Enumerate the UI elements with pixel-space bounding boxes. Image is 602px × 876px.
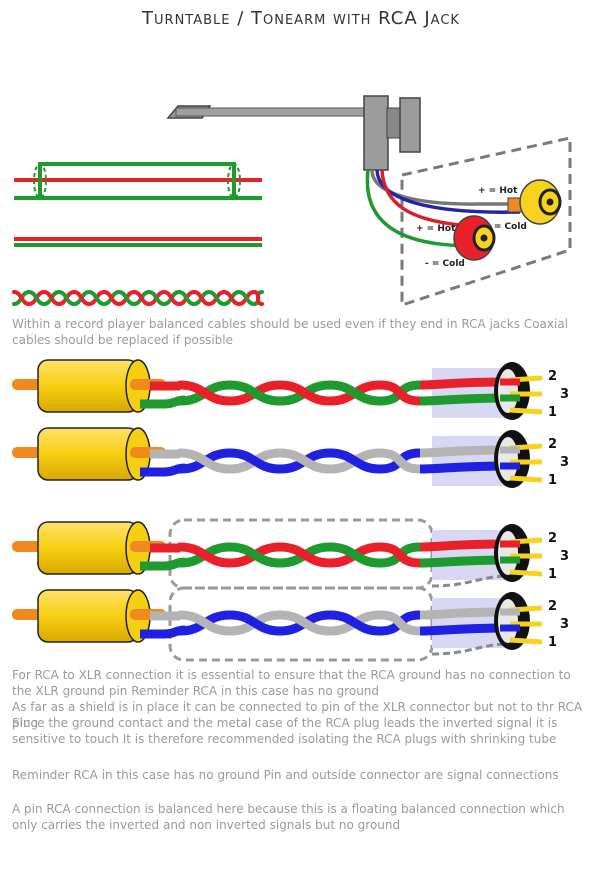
rca-xlr-cable-1: 231 [12, 359, 569, 420]
pin-label-3: 3 [560, 549, 569, 564]
twist-strand-b [375, 542, 425, 568]
tonearm [166, 95, 421, 171]
wire-top-xlr [419, 445, 511, 458]
para-floating: A pin RCA connection is balanced here be… [12, 802, 565, 832]
twist-strand-b [175, 448, 235, 474]
para-shield: As far as a shield is in place it can be… [12, 700, 583, 730]
rca-jack-upper [507, 179, 562, 225]
jack-plate [400, 136, 572, 308]
pin-label-2: 2 [548, 599, 557, 614]
pin-label-2: 2 [548, 531, 557, 546]
twist-strand-b [325, 380, 385, 406]
rca-tip [12, 379, 42, 390]
wire-top-xlr [419, 539, 511, 552]
twist-strand-b [375, 448, 425, 474]
pin-label-2: 2 [548, 369, 557, 384]
xlr-pin-3 [509, 569, 543, 577]
twisted-cable-sample [12, 290, 264, 306]
twist-strand-b [325, 610, 385, 636]
page-title: Turntable / Tonearm with RCA Jack [142, 8, 460, 29]
pin-label-1: 1 [548, 473, 557, 488]
para-reminder: Reminder RCA in this case has no ground … [12, 768, 559, 782]
twist-strand-b [225, 448, 285, 474]
rca-xlr-cable-4: 231 [12, 586, 569, 662]
cold-label-1: - = Cold [487, 222, 527, 232]
hot-label-1: + = Hot [478, 186, 518, 196]
pin-label-3: 3 [560, 387, 569, 402]
twist-strand-b [225, 542, 285, 568]
xlr-insert [498, 437, 518, 481]
rca-plug-body [37, 359, 139, 413]
rca-jack-lower [453, 215, 496, 261]
xlr-insert [498, 531, 518, 575]
twist-strand-b [275, 380, 335, 406]
twist-strand-b [225, 610, 285, 636]
twist-strand-b [375, 380, 425, 406]
twist-strand-b [175, 542, 235, 568]
twist-strand-b [375, 610, 425, 636]
coax-cable-sample [14, 162, 262, 200]
rca-plug-body [37, 427, 139, 481]
rca-tip [12, 541, 42, 552]
rca-tip [12, 609, 42, 620]
cold-label-2: - = Cold [425, 259, 465, 269]
pin-label-1: 1 [548, 405, 557, 420]
twist-strand-b [225, 380, 285, 406]
rca-xlr-cable-3: 231 [12, 518, 569, 590]
twist-strand-b [325, 542, 385, 568]
twist-strand-b [175, 610, 235, 636]
hot-label-2: + = Hot [416, 224, 456, 234]
xlr-pin-3 [509, 407, 543, 415]
pin-label-1: 1 [548, 635, 557, 650]
twist-strand-b [275, 542, 335, 568]
xlr-pin-3 [509, 475, 543, 483]
rca-plug-body [37, 589, 139, 643]
caption-text: Within a record player balanced cables s… [12, 317, 569, 347]
sample-strand-b [252, 290, 264, 306]
parallel-cable-sample [14, 237, 262, 247]
twist-strand-b [275, 448, 335, 474]
rca-plug-body [37, 521, 139, 575]
pin-label-2: 2 [548, 437, 557, 452]
rca-xlr-cable-2: 231 [12, 427, 569, 488]
para-touch: Since the ground contact and the metal c… [12, 716, 558, 746]
pin-label-3: 3 [560, 617, 569, 632]
twist-strand-b [275, 610, 335, 636]
pin-label-3: 3 [560, 455, 569, 470]
pin-label-1: 1 [548, 567, 557, 582]
rca-tip [12, 447, 42, 458]
xlr-pin-3 [509, 637, 543, 645]
twist-strand-b [175, 380, 235, 406]
para-rca-xlr: For RCA to XLR connection it is essentia… [12, 668, 571, 698]
twist-strand-b [325, 448, 385, 474]
xlr-insert [498, 599, 518, 643]
xlr-insert [498, 369, 518, 413]
tonearm-wires [365, 169, 521, 248]
wire-top-xlr [419, 377, 511, 390]
wire-top-xlr [419, 607, 511, 620]
jack-labels: + = Hot - = Cold + = Hot - = Cold [416, 186, 527, 269]
